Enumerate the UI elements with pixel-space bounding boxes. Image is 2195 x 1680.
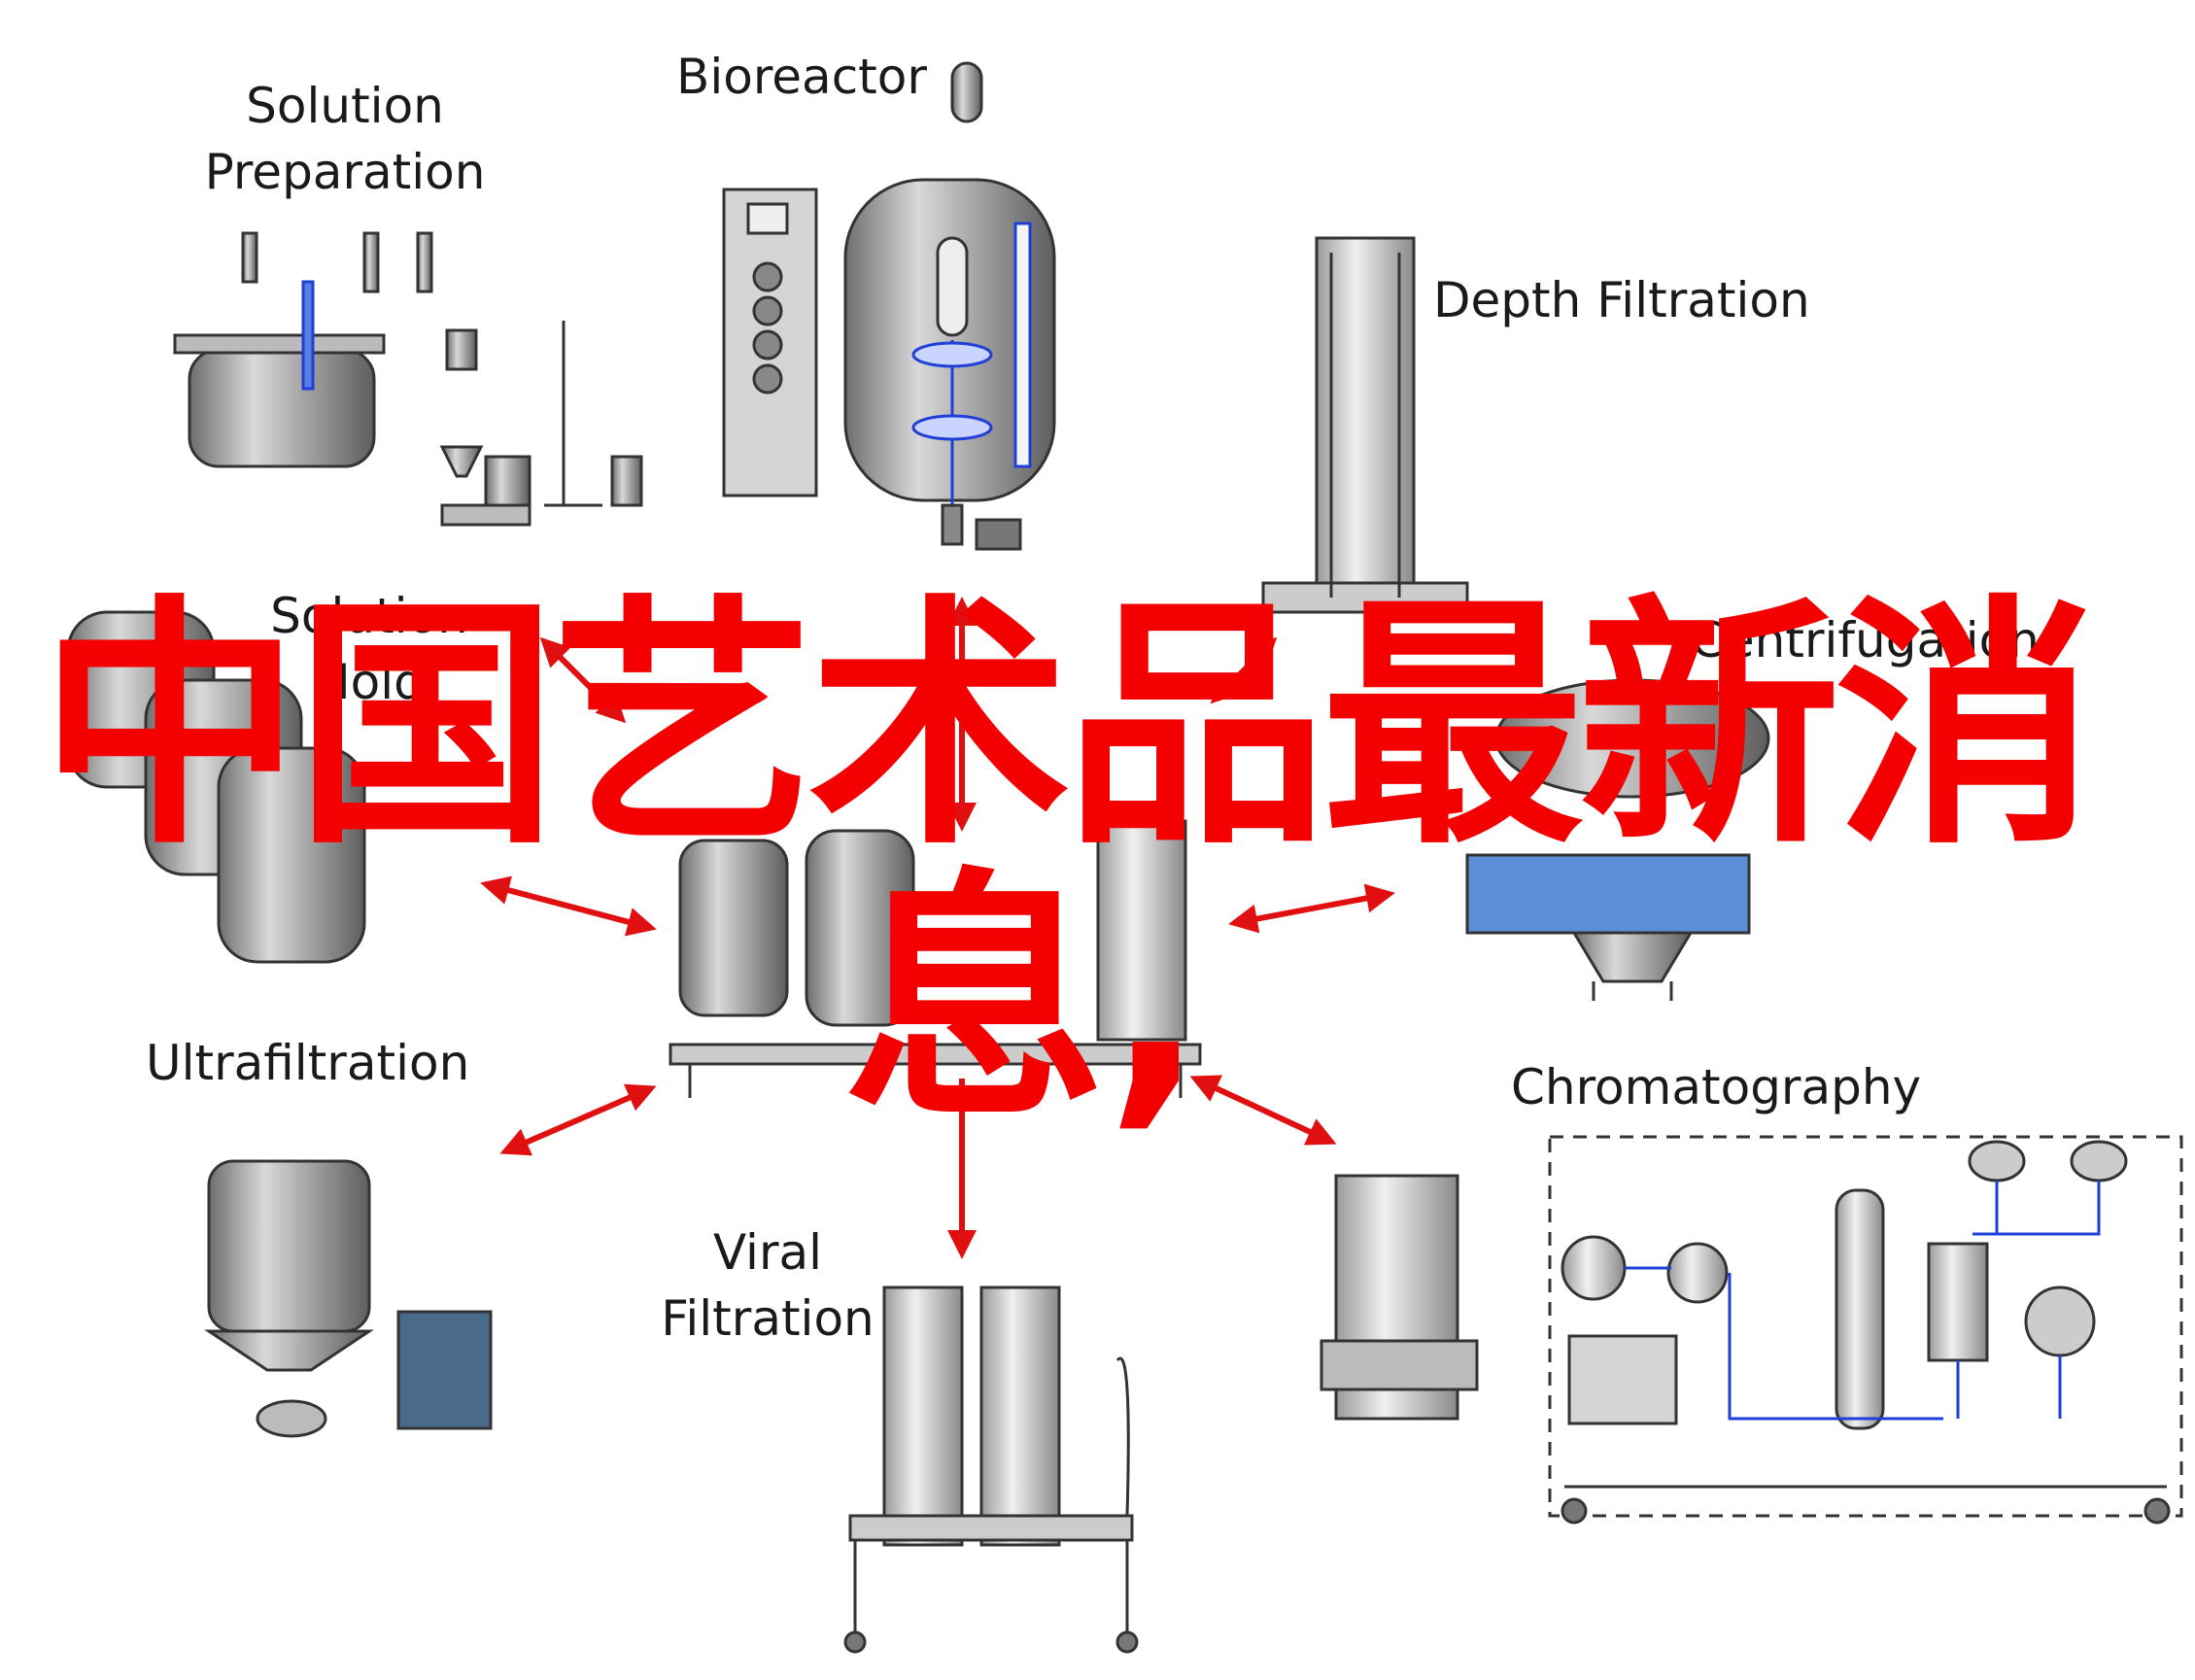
chromatography-equipment [1320,1135,2183,1525]
label-depth-filtration: Depth Filtration [1433,272,1810,328]
viral-filtration-equipment [843,1286,1139,1654]
solution-hold-equipment [66,610,366,964]
arrow-solution-hold [480,875,657,937]
depth-filtration-equipment [1261,236,1469,614]
label-centrifugation: Centrifugation [1691,612,2040,669]
centrifugation-equipment [1465,678,1770,1001]
bioreactor-equipment [722,61,1056,551]
arrow-centrifugation [1228,883,1395,934]
label-viral-filtration: Viral Filtration [661,1224,875,1347]
arrow-chromatography [1189,1075,1337,1146]
label-bioreactor: Bioreactor [676,49,927,105]
arrow-ultrafiltration [499,1083,657,1156]
flow-arrows [480,597,1395,1259]
label-solution-hold: Solution Hold [270,588,468,710]
label-chromatography: Chromatography [1511,1059,1922,1115]
arrow-depth-filtration [1210,636,1278,704]
label-solution-preparation: Solution Preparation [204,78,486,200]
ultrafiltration-equipment [204,1159,493,1438]
label-ultrafiltration: Ultrafiltration [146,1035,470,1091]
solution-preparation-equipment [173,231,643,527]
overlay-headline-line1: 中国艺术品最新消 [39,573,2097,879]
overlay-headline-line2: 息, [843,847,1206,1153]
central-process-skid [669,819,1202,1098]
arrow-solution-preparation [539,636,627,724]
